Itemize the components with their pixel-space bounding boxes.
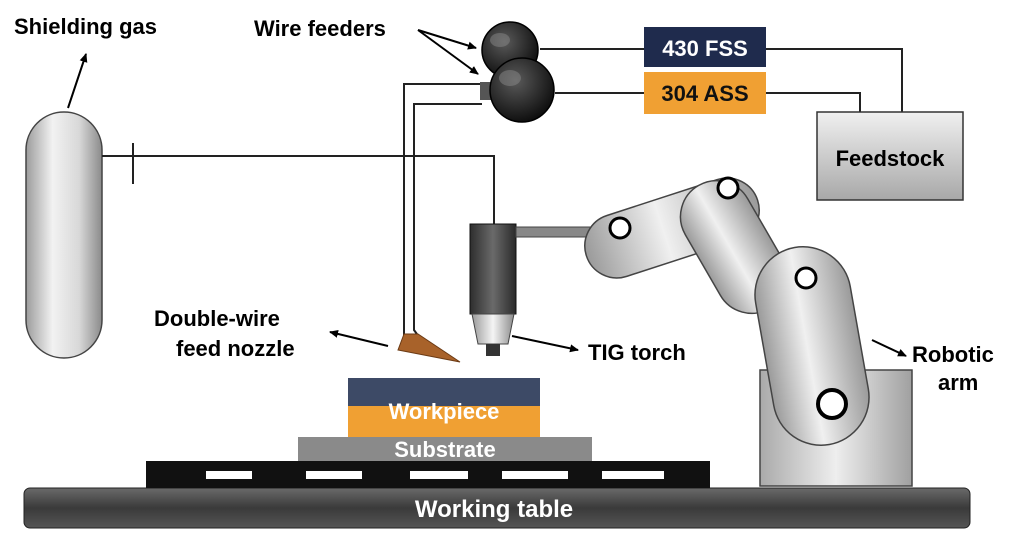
label-nozzle-line1: Double-wire — [154, 306, 280, 331]
arrow-robotic-arm — [871, 339, 907, 357]
arm-joint-3 — [794, 266, 818, 290]
arm-joint-1 — [608, 216, 632, 240]
substrate: Substrate — [298, 437, 592, 462]
shielding-gas-cylinder — [25, 111, 103, 359]
arrow-nozzle — [329, 329, 389, 347]
label-feedstock: Feedstock — [836, 146, 946, 171]
label-430-fss: 430 FSS — [662, 36, 748, 61]
label-robotic-line1: Robotic — [912, 342, 994, 367]
wire-box-304: 304 ASS — [644, 72, 766, 114]
label-nozzle-line2: feed nozzle — [176, 336, 295, 361]
workpiece: Workpiece — [348, 378, 540, 437]
arm-joint-2 — [716, 176, 740, 200]
label-tig-torch: TIG torch — [588, 340, 686, 365]
feedstock-box: Feedstock — [816, 111, 964, 201]
gas-line — [102, 143, 495, 224]
fixture-slot-2 — [306, 471, 362, 479]
wire-box-430: 430 FSS — [644, 27, 766, 67]
fixture-slot-4 — [502, 471, 568, 479]
label-wire-feeders: Wire feeders — [254, 16, 386, 41]
label-shielding-gas: Shielding gas — [14, 14, 157, 39]
working-table: Working table — [23, 487, 971, 529]
label-304-ass: 304 ASS — [661, 81, 748, 106]
tig-torch — [469, 223, 605, 356]
arm-joint-4 — [816, 388, 848, 420]
double-wire-feed-nozzle — [397, 333, 461, 363]
label-workpiece: Workpiece — [389, 399, 500, 424]
label-robotic-line2: arm — [938, 370, 978, 395]
fixture-slot-3 — [410, 471, 468, 479]
fixture-slot-5 — [602, 471, 664, 479]
wire-lines — [540, 48, 903, 112]
arrow-shielding-gas — [67, 53, 88, 109]
fixture-slot-1 — [206, 471, 252, 479]
arrow-wire-feeder-2 — [417, 29, 479, 75]
wire-feeder-304 — [480, 57, 555, 123]
wire-box-304-fill — [644, 72, 766, 114]
label-substrate: Substrate — [394, 437, 495, 462]
fixture-plate — [146, 461, 710, 488]
robotic-arm — [584, 176, 913, 487]
wire-box-430-fill — [644, 27, 766, 67]
arrow-tig-torch — [511, 335, 579, 353]
arrow-wire-feeder-1 — [417, 29, 477, 50]
label-working-table: Working table — [415, 496, 573, 523]
